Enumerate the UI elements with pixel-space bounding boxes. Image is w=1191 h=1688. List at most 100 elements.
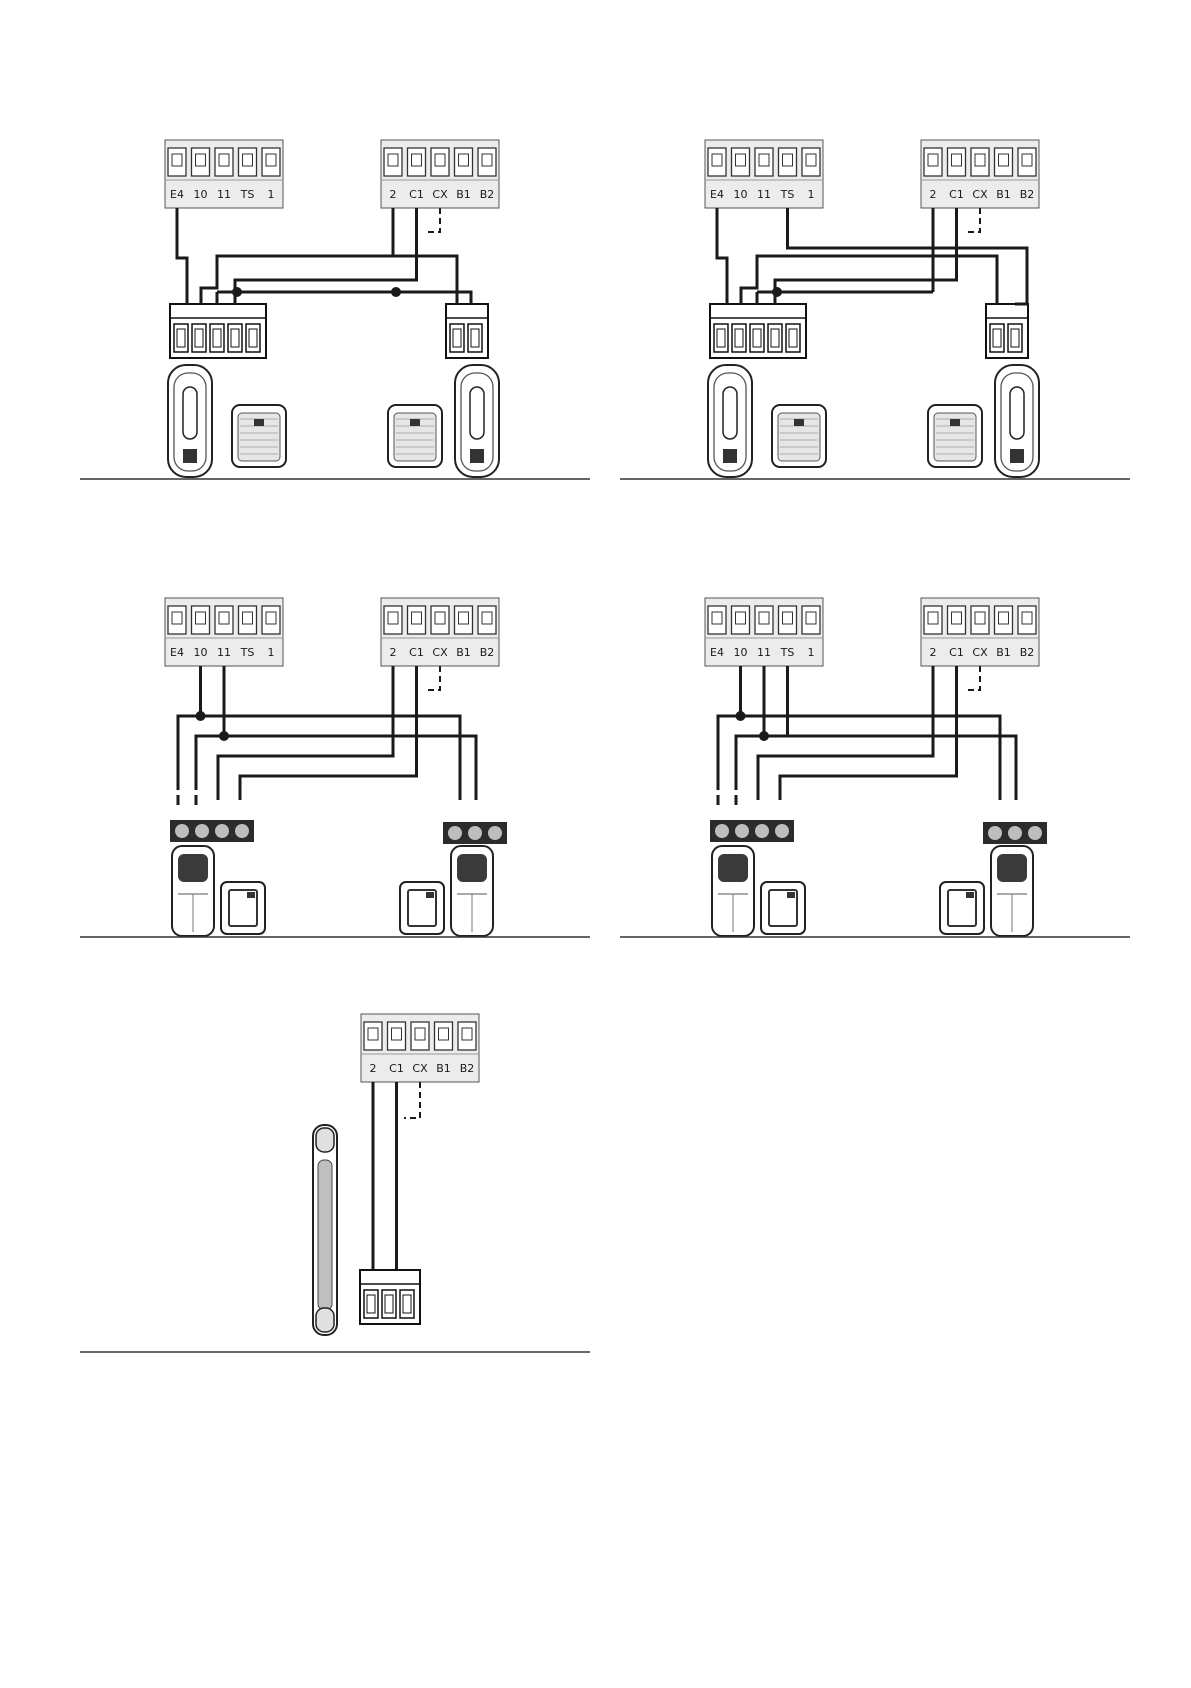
wire [224,736,476,800]
screw-housing [408,148,426,176]
terminal-label: 1 [268,646,275,659]
connector-slot [382,1290,396,1318]
wire [758,666,933,800]
terminal-screw [384,606,402,634]
screw-housing [455,148,473,176]
terminal-screw [755,606,773,634]
strip-contact [1008,826,1022,840]
terminal-screw [708,606,726,634]
screw-housing [435,1022,453,1050]
cylinder-window [178,854,208,882]
terminal-screw [779,148,797,176]
connector-slot [1008,324,1022,352]
screw-housing [411,1022,429,1050]
terminal-screw [924,606,942,634]
strip-contact [235,824,249,838]
terminal-label: B2 [480,646,495,659]
terminal-label: B2 [1020,188,1035,201]
terminal-screw [708,148,726,176]
diagram-photocell-ts: E41011TS12C1CXB1B2 [620,140,1130,479]
terminal-block: 2C1CXB1B2 [921,598,1039,666]
photocell-receiver-icon [388,405,442,467]
screw-housing [802,606,820,634]
box-emitter [787,892,795,898]
connector-block [710,304,806,358]
diagram-photocell-round-basic: E41011TS12C1CXB1B2 [80,598,590,937]
terminal-screw [455,148,473,176]
terminal-strip [170,820,254,842]
terminal-screw [478,606,496,634]
terminal-label: 2 [370,1062,377,1075]
strip-contact [988,826,1002,840]
terminal-block: E41011TS1 [165,598,283,666]
photocell-receiver-icon [232,405,286,467]
connector-block [986,304,1028,358]
connector-block [446,304,488,358]
terminal-screw [168,148,186,176]
photocell-receiver-icon [928,405,982,467]
photocell-transmitter-icon [991,846,1033,936]
connector-slot [990,324,1004,352]
terminal-screw [215,148,233,176]
terminal-label: B2 [1020,646,1035,659]
terminal-label: B1 [456,188,471,201]
screw-housing [168,148,186,176]
terminal-strip [710,820,794,842]
terminal-label: 2 [930,188,937,201]
photocell-transmitter-icon [172,846,214,936]
pillar-lens [723,387,737,439]
edge-cap-top [316,1128,334,1152]
terminal-screw [455,606,473,634]
photocell-receiver-icon [221,882,265,934]
pillar-lens [1010,387,1024,439]
connector-slot [400,1290,414,1318]
screw-housing [384,606,402,634]
terminal-screw [971,148,989,176]
connector-slot [192,324,206,352]
wire [240,666,417,800]
connector-block [360,1270,420,1324]
diagram-photocell-basic: E41011TS12C1CXB1B2 [80,140,590,479]
junction-dot [736,711,746,721]
wire [201,208,393,304]
screw-housing [262,606,280,634]
junction-dot [391,287,401,297]
terminal-screw [431,606,449,634]
terminal-label: 11 [757,646,771,659]
square-emitter [410,419,420,426]
terminal-screw [384,148,402,176]
screw-housing [458,1022,476,1050]
pillar-logo [1010,449,1024,463]
photocell-receiver-icon [940,882,984,934]
connector-slot [750,324,764,352]
connector-block [170,304,266,358]
strip-contact [1028,826,1042,840]
terminal-screw [192,606,210,634]
terminal-label: B2 [480,188,495,201]
screw-housing [995,606,1013,634]
terminal-screw [1018,148,1036,176]
photocell-transmitter-icon [995,365,1039,477]
screw-housing [779,148,797,176]
terminal-label: E4 [710,646,724,659]
edge-rubber [318,1160,332,1310]
strip-contact [775,824,789,838]
terminal-label: C1 [949,646,964,659]
terminal-label: B1 [996,646,1011,659]
wire [177,208,187,304]
terminal-label: 2 [390,188,397,201]
terminal-label: TS [240,188,255,201]
terminal-label: CX [412,1062,428,1075]
cylinder-window [997,854,1027,882]
terminal-screw [388,1022,406,1050]
connector-slot [210,324,224,352]
screw-housing [408,606,426,634]
terminal-strip [443,822,507,844]
photocell-transmitter-icon [451,846,493,936]
screw-housing [239,148,257,176]
photocell-transmitter-icon [712,846,754,936]
terminal-block: 2C1CXB1B2 [361,1014,479,1082]
screw-housing [384,148,402,176]
terminal-screw [192,148,210,176]
terminal-label: C1 [949,188,964,201]
